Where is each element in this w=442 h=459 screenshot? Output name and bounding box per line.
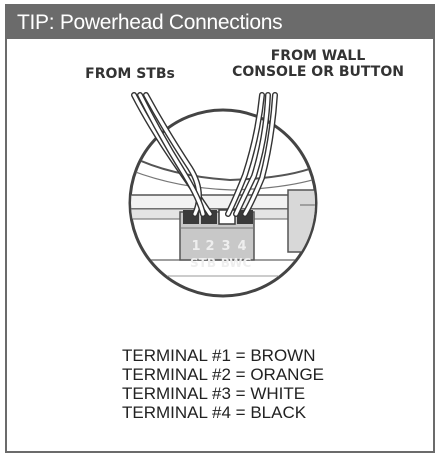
- tip-title: TIP: Powerhead Connections: [7, 6, 433, 39]
- terminal-number-2: 2: [205, 239, 214, 254]
- legend-line-terminal-1: TERMINAL #1 = BROWN: [122, 346, 316, 365]
- terminal-number-1: 1: [191, 239, 200, 254]
- from-wall-console-label: FROM WALL CONSOLE OR BUTTON: [218, 48, 418, 80]
- from-wall-line-2: CONSOLE OR BUTTON: [232, 64, 404, 80]
- terminal-group-stb: STB: [190, 256, 216, 270]
- tip-card: TIP: Powerhead Connections: [5, 4, 435, 453]
- legend-line-terminal-4: TERMINAL #4 = BLACK: [122, 403, 307, 422]
- magnified-view: 1 2 3 4 STB BWC: [128, 108, 318, 298]
- from-wall-line-1: FROM WALL: [270, 48, 366, 64]
- terminal-number-4: 4: [237, 239, 246, 254]
- legend-line-terminal-3: TERMINAL #3 = WHITE: [122, 384, 306, 403]
- legend-line-terminal-2: TERMINAL #2 = ORANGE: [122, 365, 325, 384]
- terminal-group-bwc: BWC: [221, 256, 252, 270]
- from-stbs-label: FROM STBs: [85, 66, 175, 82]
- terminal-color-legend: TERMINAL #1 = BROWN TERMINAL #2 = ORANGE…: [122, 346, 324, 422]
- wall-console-wires: [225, 92, 278, 217]
- stb-wires: [131, 92, 213, 217]
- terminal-number-3: 3: [221, 239, 230, 254]
